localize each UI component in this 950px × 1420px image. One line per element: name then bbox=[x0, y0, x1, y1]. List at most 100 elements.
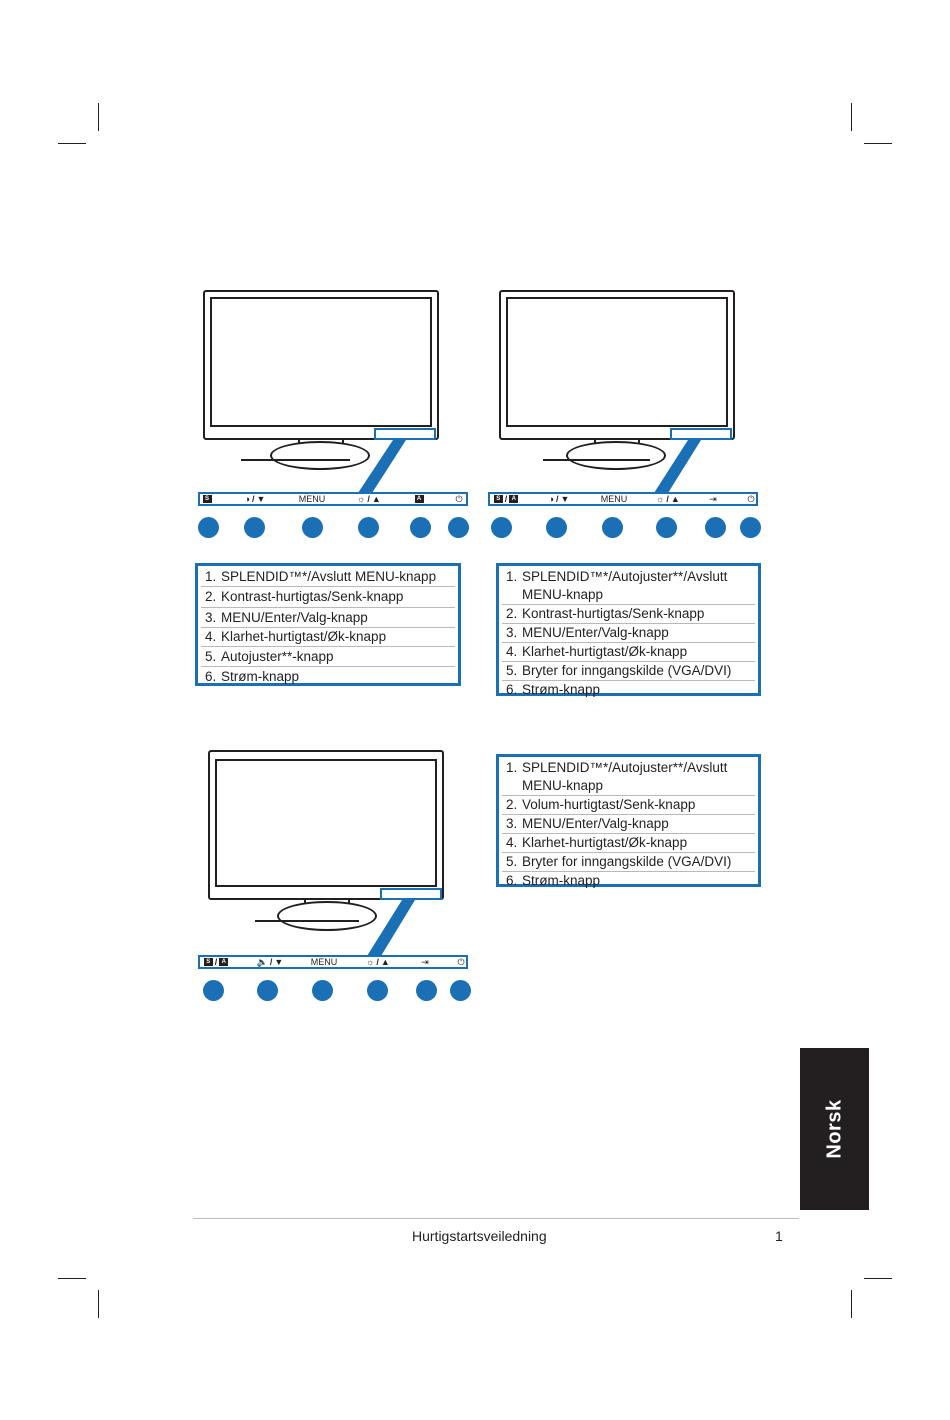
stand-pointer-line bbox=[543, 459, 650, 461]
splendid-icon: S bbox=[203, 958, 213, 966]
callout-number-1 bbox=[203, 980, 224, 1001]
callout-number-3 bbox=[312, 980, 333, 1001]
triangle-down-icon: ▼ bbox=[560, 494, 570, 504]
button-strip-2: S/A ◑/▼ MENU ☼/▲ ⇥ ⏻ bbox=[488, 492, 758, 506]
crop-mark bbox=[98, 103, 99, 131]
monitor-screen bbox=[506, 297, 728, 427]
brightness-up-button[interactable]: ☼/▲ bbox=[357, 494, 381, 504]
button-area-highlight bbox=[380, 888, 442, 900]
contrast-icon: ◑ bbox=[244, 494, 250, 504]
monitor-bezel bbox=[499, 290, 735, 440]
brightness-up-button[interactable]: ☼/▲ bbox=[366, 957, 390, 967]
crop-mark bbox=[98, 1290, 99, 1318]
splendid-auto-button[interactable]: S/A bbox=[200, 957, 232, 967]
crop-mark bbox=[864, 143, 892, 144]
triangle-up-icon: ▲ bbox=[670, 494, 680, 504]
power-button[interactable]: ⏻ bbox=[454, 957, 468, 967]
callout-number-6 bbox=[740, 517, 761, 538]
monitor-base bbox=[270, 441, 370, 470]
button-strip-1: S ◑/▼ MENU ☼/▲ A ⏻ bbox=[198, 492, 468, 506]
triangle-down-icon: ▼ bbox=[256, 494, 266, 504]
auto-adjust-button[interactable]: A bbox=[412, 494, 426, 504]
brightness-icon: ☼ bbox=[357, 494, 366, 504]
input-select-button[interactable]: ⇥ bbox=[704, 494, 722, 504]
callout-wedge bbox=[367, 900, 415, 956]
callout-number-4 bbox=[656, 517, 677, 538]
contrast-down-button[interactable]: ◑/▼ bbox=[244, 494, 266, 504]
button-area-highlight bbox=[670, 428, 732, 440]
language-tab-label: Norsk bbox=[823, 1099, 845, 1159]
callout-number-6 bbox=[448, 517, 469, 538]
triangle-down-icon: ▼ bbox=[274, 957, 284, 967]
callout-number-1 bbox=[198, 517, 219, 538]
input-source-icon: ⇥ bbox=[709, 494, 717, 504]
page-number: 1 bbox=[775, 1228, 783, 1244]
crop-mark bbox=[851, 1290, 852, 1318]
brightness-icon: ☼ bbox=[656, 494, 665, 504]
power-icon: ⏻ bbox=[455, 494, 463, 504]
splendid-button[interactable]: S bbox=[200, 494, 214, 504]
power-button[interactable]: ⏻ bbox=[452, 494, 466, 504]
list-item: 6.Strøm-knapp bbox=[205, 669, 300, 684]
list-item: 3.MENU/Enter/Valg-knapp bbox=[201, 608, 455, 628]
input-source-icon: ⇥ bbox=[421, 957, 429, 967]
callout-number-2 bbox=[244, 517, 265, 538]
auto-icon: A bbox=[509, 495, 519, 503]
callout-number-6 bbox=[450, 980, 471, 1001]
triangle-up-icon: ▲ bbox=[380, 957, 390, 967]
menu-button[interactable]: MENU bbox=[310, 957, 338, 967]
callout-wedge bbox=[358, 440, 406, 493]
power-button[interactable]: ⏻ bbox=[744, 494, 758, 504]
stand-pointer-line bbox=[241, 459, 350, 461]
crop-mark bbox=[864, 1278, 892, 1279]
callout-number-1 bbox=[491, 517, 512, 538]
contrast-down-button[interactable]: ◑/▼ bbox=[548, 494, 570, 504]
list-item: 5.Bryter for inngangskilde (VGA/DVI) bbox=[502, 853, 755, 872]
monitor-base bbox=[277, 901, 377, 931]
list-item: 2.Volum-hurtigtast/Senk-knapp bbox=[502, 796, 755, 815]
list-item: 2.Kontrast-hurtigtas/Senk-knapp bbox=[502, 605, 755, 624]
power-icon: ⏻ bbox=[747, 494, 755, 504]
button-strip-3: S/A 🔈/▼ MENU ☼/▲ ⇥ ⏻ bbox=[198, 955, 468, 969]
list-item: 4.Klarhet-hurtigtast/Øk-knapp bbox=[201, 628, 455, 647]
button-legend-list-1: 1.SPLENDID™*/Avslutt MENU-knapp 2.Kontra… bbox=[195, 563, 461, 686]
stand-pointer-line bbox=[255, 920, 359, 922]
list-item: 3.MENU/Enter/Valg-knapp bbox=[502, 815, 755, 834]
callout-wedge bbox=[654, 440, 701, 493]
splendid-auto-button[interactable]: S/A bbox=[490, 494, 522, 504]
monitor-bezel bbox=[208, 750, 444, 900]
menu-button[interactable]: MENU bbox=[298, 494, 326, 504]
callout-number-5 bbox=[705, 517, 726, 538]
crop-mark bbox=[851, 103, 852, 131]
callout-number-4 bbox=[358, 517, 379, 538]
auto-icon: A bbox=[219, 958, 229, 966]
callout-number-3 bbox=[602, 517, 623, 538]
volume-down-button[interactable]: 🔈/▼ bbox=[256, 957, 284, 967]
footer-title: Hurtigstartsveiledning bbox=[412, 1228, 547, 1244]
contrast-icon: ◑ bbox=[548, 494, 554, 504]
list-item: 4.Klarhet-hurtigtast/Øk-knapp bbox=[502, 834, 755, 853]
monitor-screen bbox=[215, 759, 437, 887]
callout-number-5 bbox=[410, 517, 431, 538]
callout-number-4 bbox=[367, 980, 388, 1001]
language-tab: Norsk bbox=[800, 1048, 869, 1210]
auto-icon: A bbox=[414, 495, 424, 503]
callout-number-3 bbox=[302, 517, 323, 538]
list-item: 4.Klarhet-hurtigtast/Øk-knapp bbox=[502, 643, 755, 662]
input-select-button[interactable]: ⇥ bbox=[416, 957, 434, 967]
volume-icon: 🔈 bbox=[256, 957, 268, 967]
crop-mark bbox=[58, 1278, 86, 1279]
list-item: 3.MENU/Enter/Valg-knapp bbox=[502, 624, 755, 643]
button-area-highlight bbox=[374, 428, 436, 440]
brightness-up-button[interactable]: ☼/▲ bbox=[656, 494, 680, 504]
footer-rule bbox=[193, 1218, 799, 1219]
list-item: 5.Bryter for inngangskilde (VGA/DVI) bbox=[502, 662, 755, 681]
brightness-icon: ☼ bbox=[366, 957, 375, 967]
list-item: 6.Strøm-knapp bbox=[506, 682, 601, 697]
menu-button[interactable]: MENU bbox=[600, 494, 628, 504]
triangle-up-icon: ▲ bbox=[371, 494, 381, 504]
power-icon: ⏻ bbox=[457, 957, 465, 967]
